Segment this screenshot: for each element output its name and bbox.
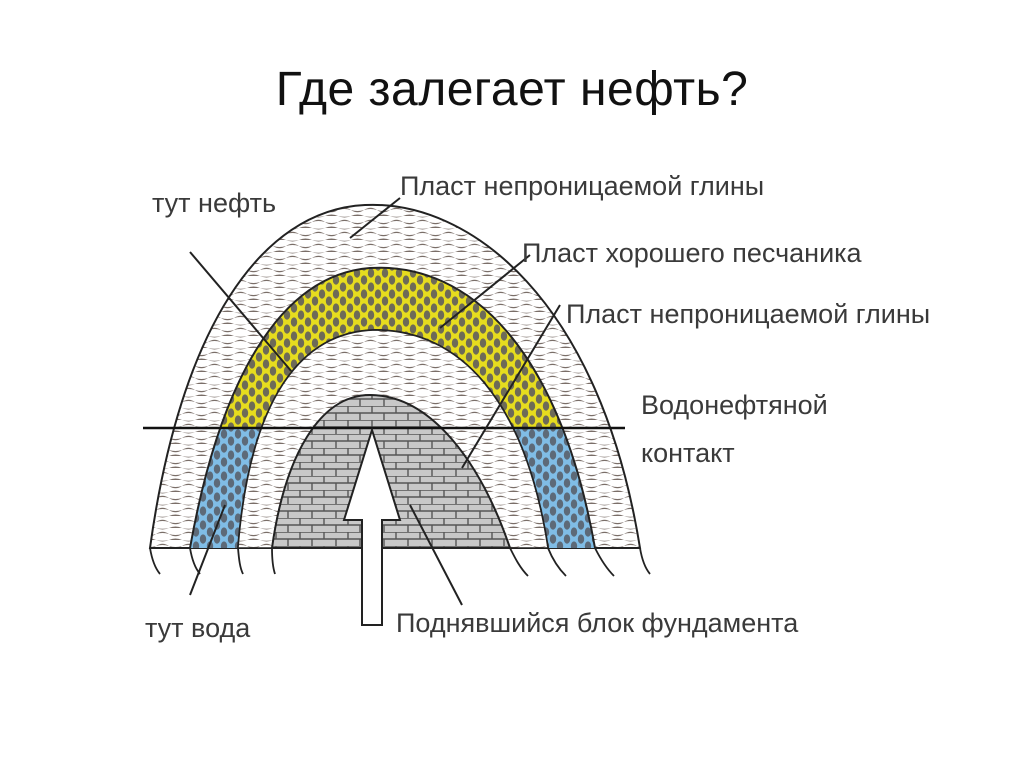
label-clay-bottom: Пласт непроницаемой глины <box>566 299 930 329</box>
label-water-here: тут вода <box>145 613 251 643</box>
fold-base-lines <box>149 547 651 577</box>
leader-lines <box>189 197 561 606</box>
basement-block <box>270 393 512 549</box>
uplift-arrow <box>342 426 402 626</box>
label-basement: Поднявшийся блок фундамента <box>396 608 799 638</box>
slide-title: Где залегает нефть? <box>275 63 749 116</box>
label-contact-line1: Водонефтяной <box>641 390 828 420</box>
label-clay-top: Пласт непроницаемой глины <box>400 171 764 201</box>
label-sandstone: Пласт хорошего песчаника <box>522 238 863 268</box>
label-oil-here: тут нефть <box>152 188 276 218</box>
label-contact-line2: контакт <box>641 438 735 468</box>
